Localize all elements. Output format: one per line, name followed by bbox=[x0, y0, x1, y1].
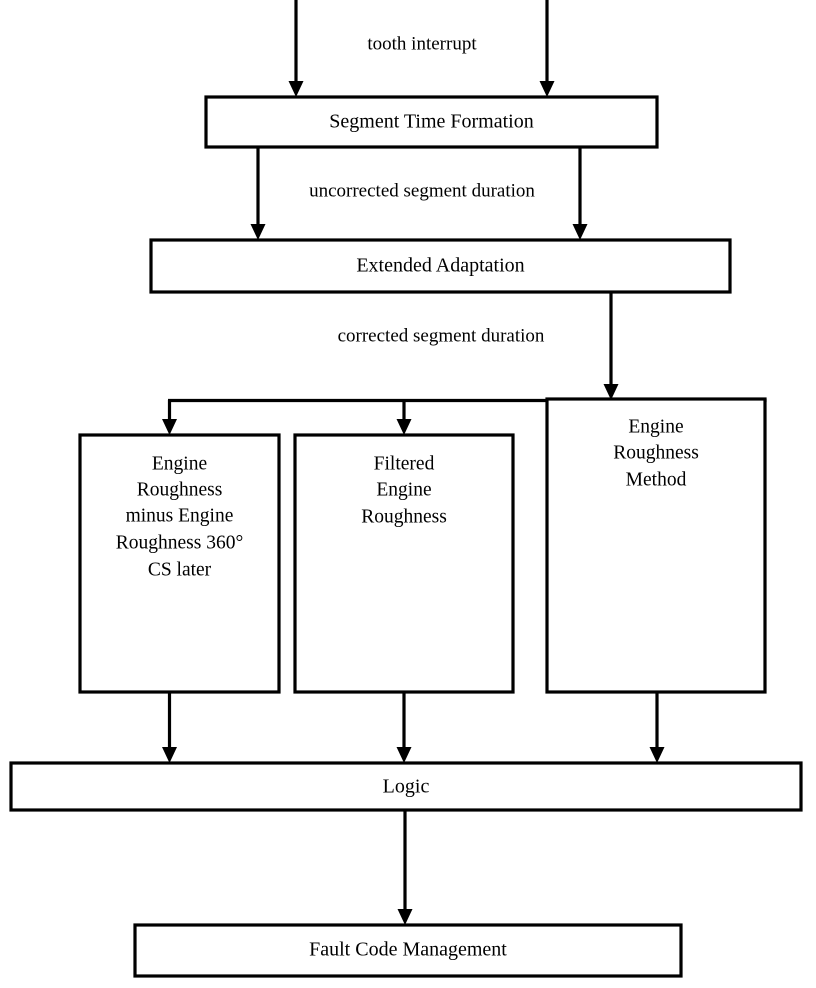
logic-label: Logic bbox=[383, 776, 430, 798]
arrowhead-icon bbox=[396, 419, 412, 435]
engine-roughness-method-line-2: Roughness bbox=[613, 442, 699, 463]
node-fault-code-management[interactable]: Fault Code Management bbox=[133, 923, 683, 978]
node-logic[interactable]: Logic bbox=[9, 761, 803, 812]
edge-filtered-to-logic bbox=[396, 692, 412, 763]
node-segment-time-formation[interactable]: Segment Time Formation bbox=[204, 95, 659, 149]
arrowhead-icon bbox=[397, 909, 413, 925]
filtered-engine-roughness-line-3: Roughness bbox=[361, 506, 447, 527]
node-engine-roughness-minus[interactable]: Engine Roughness minus Engine Roughness … bbox=[78, 433, 281, 694]
arrowhead-icon bbox=[288, 81, 304, 97]
arrowhead-icon bbox=[572, 224, 588, 240]
extended-adaptation-box[interactable] bbox=[149, 238, 732, 294]
edge-stf-to-ea-right bbox=[572, 147, 588, 240]
engine-roughness-minus-line-4: Roughness 360° bbox=[116, 532, 244, 553]
engine-roughness-method-box[interactable] bbox=[545, 397, 767, 694]
edge-label-uncorrected-segment-duration: uncorrected segment duration bbox=[309, 180, 535, 201]
arrowhead-icon bbox=[603, 384, 619, 400]
arrowhead-icon bbox=[539, 81, 555, 97]
node-extended-adaptation[interactable]: Extended Adaptation bbox=[149, 238, 732, 294]
filtered-engine-roughness-line-2: Engine bbox=[376, 479, 431, 500]
arrowhead-icon bbox=[396, 747, 412, 763]
filtered-engine-roughness-box[interactable] bbox=[293, 433, 515, 694]
edge-input-tooth-interrupt-right bbox=[539, 0, 555, 97]
edge-input-tooth-interrupt-left bbox=[288, 0, 304, 97]
engine-roughness-method-line-3: Method bbox=[626, 469, 687, 490]
arrowhead-icon bbox=[649, 747, 665, 763]
node-filtered-engine-roughness[interactable]: Filtered Engine Roughness bbox=[293, 433, 515, 694]
edge-logic-to-fault-code bbox=[397, 810, 413, 925]
segment-time-formation-box[interactable] bbox=[204, 95, 659, 149]
edge-erm-minus-to-logic bbox=[162, 692, 177, 763]
engine-roughness-minus-line-2: Roughness bbox=[137, 479, 223, 500]
edge-stf-to-ea-left bbox=[250, 147, 266, 240]
segment-time-formation-label: Segment Time Formation bbox=[329, 111, 533, 133]
extended-adaptation-label: Extended Adaptation bbox=[356, 255, 524, 277]
edge-label-corrected-segment-duration: corrected segment duration bbox=[338, 325, 545, 346]
edge-method-to-logic bbox=[649, 692, 665, 763]
edge-ea-to-branch bbox=[603, 292, 619, 400]
filtered-engine-roughness-line-1: Filtered bbox=[374, 453, 435, 474]
edge-branch-to-engine-roughness-minus bbox=[162, 400, 177, 435]
fault-code-management-box[interactable] bbox=[133, 923, 683, 978]
engine-roughness-minus-line-5: CS later bbox=[148, 559, 212, 580]
engine-roughness-minus-line-3: minus Engine bbox=[126, 505, 234, 526]
fault-code-management-label: Fault Code Management bbox=[309, 939, 507, 961]
engine-roughness-minus-line-1: Engine bbox=[152, 453, 207, 474]
edge-branch-to-filtered-engine-roughness bbox=[396, 400, 412, 435]
engine-roughness-minus-box[interactable] bbox=[78, 433, 281, 694]
edge-label-tooth-interrupt: tooth interrupt bbox=[367, 33, 477, 54]
engine-roughness-method-line-1: Engine bbox=[628, 416, 683, 437]
arrowhead-icon bbox=[162, 747, 177, 763]
node-engine-roughness-method[interactable]: Engine Roughness Method bbox=[545, 397, 767, 694]
arrowhead-icon bbox=[162, 419, 177, 435]
arrowhead-icon bbox=[250, 224, 266, 240]
